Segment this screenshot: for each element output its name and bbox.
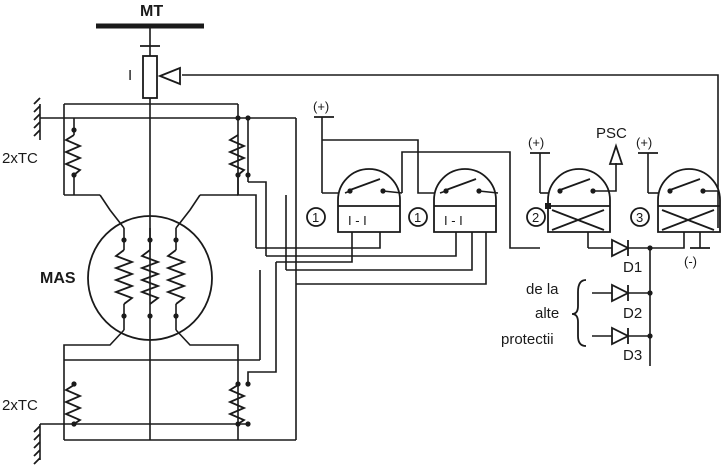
protectii-label: protectii	[501, 331, 554, 348]
relay-2-number: 2	[532, 210, 539, 225]
ct-top-label: 2xTC	[2, 150, 38, 167]
d2-label: D2	[623, 305, 642, 322]
plus-3-label: (+)	[636, 135, 652, 150]
diode-d2	[611, 283, 631, 303]
relay-1b-number: 1	[414, 210, 421, 225]
ct-top-left	[63, 134, 83, 176]
breaker-i-label: I	[128, 67, 132, 84]
plus-1-label: (+)	[313, 99, 329, 114]
psc-label: PSC	[596, 125, 627, 142]
psc-arrow-icon	[608, 143, 624, 165]
plus-2-label: (+)	[528, 135, 544, 150]
minus-label: (-)	[684, 254, 697, 269]
relay-1b: I - I	[433, 168, 499, 233]
d3-label: D3	[623, 347, 642, 364]
ct-top-right	[227, 134, 247, 176]
relay-1a: I - I	[337, 168, 403, 233]
ct-bottom-label: 2xTC	[2, 397, 38, 414]
brace	[571, 279, 587, 347]
winding-3	[165, 249, 187, 305]
ct-bottom-left	[63, 384, 83, 425]
relay-3	[657, 168, 721, 233]
mas-label: MAS	[40, 270, 76, 287]
mt-label: MT	[140, 3, 163, 20]
relay-1a-number: 1	[312, 210, 319, 225]
de-la-label: de la	[526, 281, 559, 298]
breaker-i	[142, 55, 158, 99]
relay-3-number: 3	[636, 210, 643, 225]
relay-1b-text: I - I	[444, 213, 463, 228]
relay-1a-text: I - I	[348, 213, 367, 228]
trip-arrow-icon	[157, 66, 181, 86]
mas-motor	[87, 215, 213, 341]
winding-1	[113, 249, 135, 305]
alte-label: alte	[535, 305, 559, 322]
diode-d3	[611, 326, 631, 346]
ct-bottom-right	[227, 384, 247, 425]
d1-label: D1	[623, 259, 642, 276]
diode-d1	[611, 238, 631, 258]
winding-2	[139, 249, 161, 305]
relay-2	[545, 168, 611, 233]
